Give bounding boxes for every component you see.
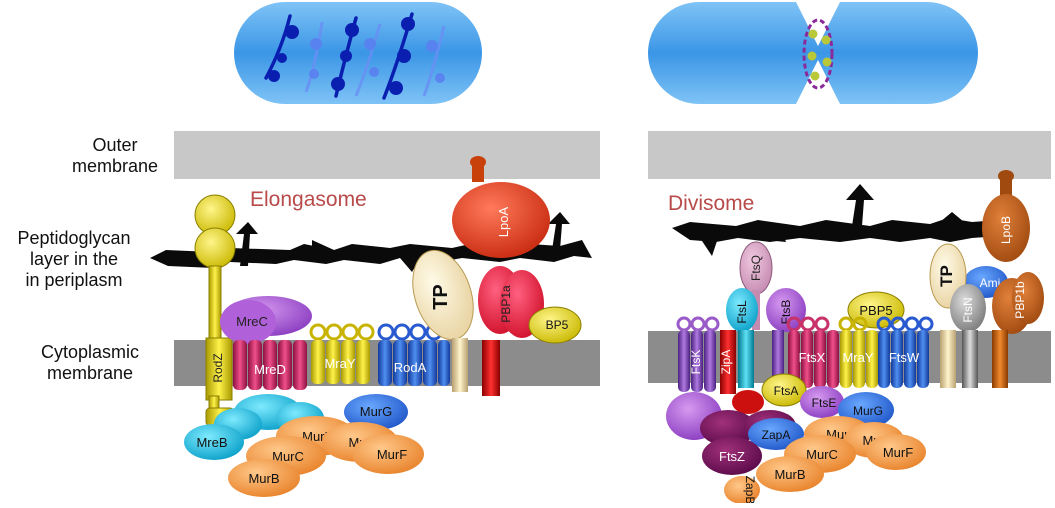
elongasome-title: Elongasome	[250, 188, 367, 211]
mraY-label-right: MraY	[842, 350, 873, 365]
outer-membrane-label: Outer membrane	[60, 135, 170, 177]
ftsN-protein: FtsN	[950, 284, 986, 388]
ftsA-label: FtsA	[774, 384, 799, 398]
murB-label-right: MurB	[774, 467, 805, 482]
ftsK-label: FtsK	[689, 350, 703, 375]
ftsW-protein: FtsW	[876, 316, 934, 388]
cytoplasmic-membrane-label: Cytoplasmic membrane	[14, 342, 166, 384]
ftsZ-label: FtsZ	[719, 449, 745, 464]
pbp1a-protein: PBP1a	[478, 266, 544, 396]
lpoA-protein: LpoA	[452, 156, 550, 258]
ftsX-protein: FtsX	[786, 316, 839, 388]
bp5-label: BP5	[546, 318, 569, 332]
murB-protein-right: MurB	[756, 456, 824, 492]
ftsE-protein: FtsE	[800, 386, 844, 418]
ftsL-protein: FtsL	[726, 288, 758, 388]
ftsA-protein: FtsA	[761, 373, 807, 407]
murG-label-right: MurG	[853, 404, 883, 418]
rodZ-label: RodZ	[211, 353, 225, 382]
outer-membrane-label-line2: membrane	[71, 156, 159, 176]
ftsX-label: FtsX	[799, 350, 826, 365]
mreD-label: MreD	[254, 362, 286, 377]
zapA-label: ZapA	[762, 428, 791, 442]
divisome-title: Divisome	[668, 192, 755, 215]
pbp5-protein: PBP5	[847, 291, 905, 329]
ftsN-label: FtsN	[961, 297, 975, 322]
ftsZ-protein: FtsZ	[702, 437, 762, 475]
pbp1a-label: PBP1a	[499, 285, 513, 323]
pbp5-label: PBP5	[859, 303, 892, 318]
mraY-protein: MraY	[309, 323, 375, 384]
zipA-label: ZipA	[719, 350, 733, 375]
murB-protein-left: MurB	[228, 459, 300, 497]
rod-cell-elongation	[234, 2, 482, 104]
zapA-protein: ZapA	[748, 418, 804, 450]
ftsB-protein: FtsB	[766, 288, 806, 388]
cytoplasmic-membrane-label-line2: membrane	[46, 363, 134, 383]
murB-label-left: MurB	[248, 471, 279, 486]
peptidoglycan-label-line3: in periplasm	[25, 270, 123, 290]
zipA-protein: ZipA	[719, 330, 736, 394]
mreD-protein: MreD	[233, 340, 307, 390]
dividing-cell	[648, 2, 978, 104]
ftsQ-label: FtsQ	[749, 255, 763, 281]
tp-protein-left: TP	[412, 249, 474, 392]
ftsL-label: FtsL	[735, 300, 749, 324]
ftsW-label: FtsW	[889, 350, 920, 365]
murC-label-left: MurC	[272, 449, 304, 464]
ami-label: Ami	[980, 276, 1001, 290]
ftsE-label: FtsE	[812, 396, 837, 410]
murG-label-left: MurG	[360, 404, 393, 419]
outer-membrane-label-line1: Outer	[92, 135, 138, 155]
tp-label-left: TP	[430, 284, 452, 310]
mreC-protein: MreC	[220, 296, 312, 344]
murF-label-right: MurF	[883, 445, 913, 460]
lpoB-label: LpoB	[999, 216, 1013, 244]
peptidoglycan-label-line2: layer in the	[29, 249, 119, 269]
murC-label-right: MurC	[806, 447, 838, 462]
pbp1b-label: PBP1b	[1013, 281, 1027, 319]
peptidoglycan-label: Peptidoglycan layer in the in periplasm	[0, 228, 148, 291]
lpoB-protein: LpoB	[982, 170, 1030, 262]
murG-protein-left: MurG	[344, 394, 408, 430]
murF-label-left: MurF	[377, 447, 407, 462]
outer-membrane-left	[174, 131, 600, 179]
mraY-protein-right: MraY	[838, 316, 878, 388]
tp-label-right: TP	[937, 265, 956, 287]
mreB-protein: MreB	[184, 424, 244, 460]
mreC-label: MreC	[236, 314, 268, 329]
cytoplasmic-membrane-label-line1: Cytoplasmic	[40, 342, 140, 362]
rodA-protein: RodA	[377, 323, 450, 386]
rodA-label: RodA	[394, 360, 427, 375]
rodZ-protein: RodZ	[194, 194, 236, 437]
pbp1b-protein: PBP1b	[992, 272, 1044, 388]
peptidoglycan-label-line1: Peptidoglycan	[17, 228, 131, 248]
outer-membrane-right	[648, 131, 1051, 179]
zapB-label: ZapB	[743, 476, 757, 503]
murF-protein-left: MurF	[352, 434, 424, 474]
lpoA-label: LpoA	[496, 206, 511, 237]
mreB-label: MreB	[196, 435, 227, 450]
mraY-label: MraY	[324, 356, 355, 371]
peptidoglycan-strand-right	[672, 184, 1000, 256]
murF-protein-right: MurF	[866, 434, 926, 470]
bp5-protein: BP5	[528, 306, 582, 344]
zapB-protein: ZapB	[724, 476, 760, 504]
